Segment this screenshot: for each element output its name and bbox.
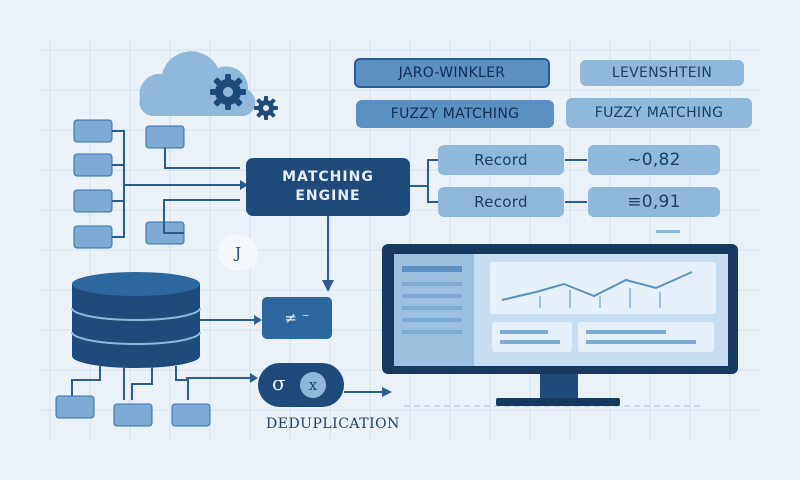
input-records — [73, 119, 185, 249]
small-gear-icon — [254, 96, 278, 120]
arrow-into-engine — [240, 180, 248, 190]
j-bubble: J — [218, 235, 258, 271]
algorithm-fuzzy-matching-2: FUZZY MATCHING — [566, 98, 752, 128]
sigma-to-monitor-arrow — [344, 387, 392, 397]
input-connectors — [112, 130, 240, 238]
monitor-icon — [382, 244, 738, 406]
sigma-symbol: σ — [272, 371, 286, 395]
record-1-label: Record — [438, 145, 564, 175]
record-1-score: ~0,82 — [588, 145, 720, 175]
record-2-label: Record — [438, 187, 564, 217]
engine-line-1: MATCHING — [282, 169, 374, 185]
gear-icon — [210, 74, 246, 110]
record-connectors — [410, 159, 587, 203]
arrow-into-sigma — [250, 373, 258, 383]
database-icon — [71, 272, 201, 368]
algorithm-jaro-winkler: JARO-WINKLER — [354, 58, 550, 88]
algorithm-levenshtein: LEVENSHTEIN — [580, 60, 744, 86]
arrow-into-ops — [254, 315, 262, 325]
engine-line-2: ENGINE — [295, 188, 361, 204]
database-connectors — [71, 319, 254, 400]
output-records — [55, 395, 211, 427]
engine-down-arrow — [322, 216, 334, 292]
deduplication-caption: DEDUPLICATION — [266, 416, 400, 432]
comparison-operator-box: ≠ ⁻ — [262, 297, 332, 339]
dedup-node: σ x — [258, 363, 344, 407]
algorithm-fuzzy-matching-1: FUZZY MATCHING — [356, 100, 554, 128]
record-2-score: ≡0,91 — [588, 187, 720, 217]
x-symbol: x — [300, 372, 326, 398]
matching-engine: MATCHING ENGINE — [246, 158, 410, 216]
monitor-accent — [656, 230, 680, 233]
